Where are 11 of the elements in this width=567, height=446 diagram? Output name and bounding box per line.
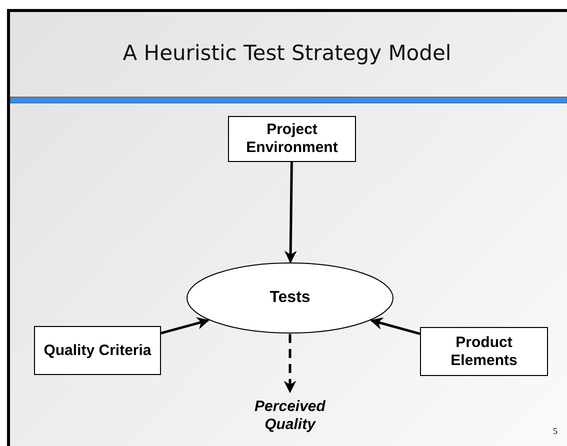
process-box: Quality Criteria <box>34 326 161 375</box>
process-box: Project Environment <box>228 116 356 162</box>
arrow <box>160 317 210 334</box>
outcome-text: Perceived Quality <box>235 394 345 438</box>
page-number: 5 <box>553 426 558 436</box>
arrow <box>284 162 297 264</box>
arrow <box>370 317 420 336</box>
process-box: Product Elements <box>420 327 548 376</box>
arrow <box>284 334 296 394</box>
process-ellipse: Tests <box>186 262 394 334</box>
slide-title: A Heuristic Test Strategy Model <box>122 41 452 65</box>
